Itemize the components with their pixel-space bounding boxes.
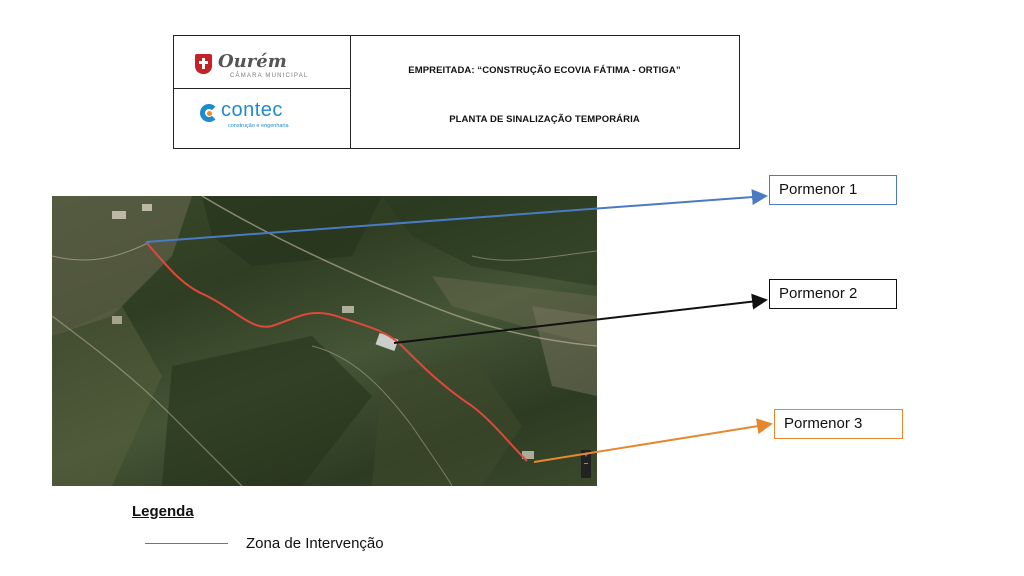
contec-logo-subtitle: construção e engenharia xyxy=(228,123,289,129)
intervention-route xyxy=(145,241,528,462)
contec-c-icon xyxy=(200,104,218,122)
ourem-logo: Ourém CÂMARA MUNICIPAL xyxy=(174,36,350,89)
ourem-shield-icon xyxy=(195,54,212,74)
satellite-map[interactable]: + − xyxy=(52,196,597,486)
legend-title: Legenda xyxy=(132,503,194,520)
ourem-logo-name: Ourém xyxy=(218,51,287,72)
arrow-pormenor-2 xyxy=(393,293,768,344)
legend-label-intervention: Zona de Intervenção xyxy=(246,535,384,552)
legend-swatch-intervention xyxy=(145,543,228,544)
callout-pormenor-2: Pormenor 2 xyxy=(769,279,897,309)
arrow-pormenor-3 xyxy=(533,418,773,463)
contec-dot-icon xyxy=(207,111,212,116)
title-block: Ourém CÂMARA MUNICIPAL contec construção… xyxy=(173,35,740,149)
drawing-title: PLANTA DE SINALIZAÇÃO TEMPORÁRIA xyxy=(449,114,640,125)
contec-logo: contec construção e engenharia xyxy=(174,88,350,148)
callout-pormenor-1: Pormenor 1 xyxy=(769,175,897,205)
logo-column: Ourém CÂMARA MUNICIPAL contec construção… xyxy=(174,36,351,148)
callout-pormenor-3: Pormenor 3 xyxy=(774,409,903,439)
contract-title: EMPREITADA: “CONSTRUÇÃO ECOVIA FÁTIMA - … xyxy=(408,65,681,76)
arrow-pormenor-1 xyxy=(145,189,768,243)
zoom-out-button[interactable]: − xyxy=(583,459,589,468)
map-terrain xyxy=(52,196,597,486)
ourem-logo-subtitle: CÂMARA MUNICIPAL xyxy=(230,73,309,79)
title-text-column: EMPREITADA: “CONSTRUÇÃO ECOVIA FÁTIMA - … xyxy=(350,36,739,148)
contec-logo-name: contec xyxy=(221,99,283,121)
